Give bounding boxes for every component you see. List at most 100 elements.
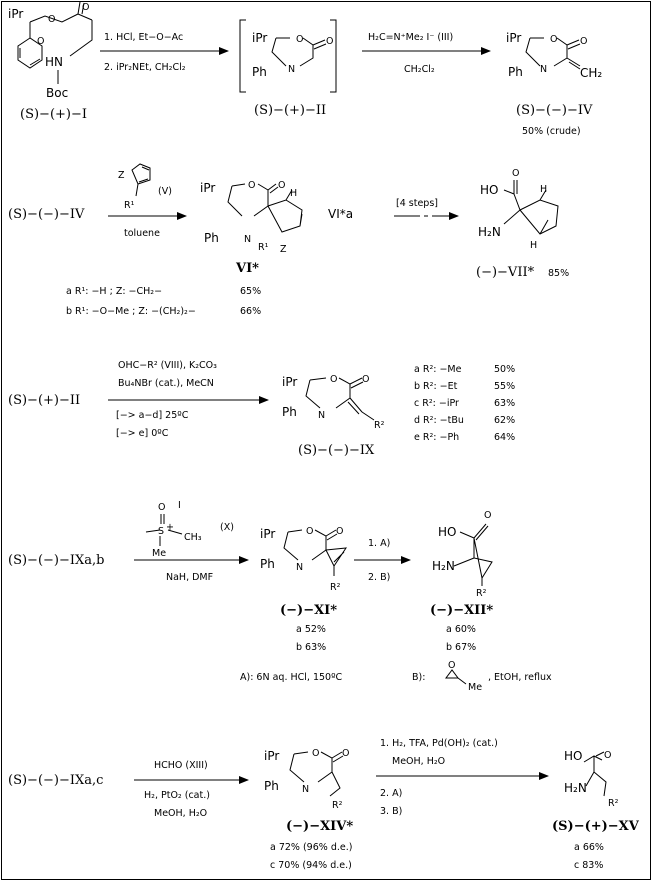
- reagent-id: (X): [220, 522, 234, 533]
- variant-text: c R²: −iPr: [414, 398, 459, 409]
- variant-yield: 64%: [494, 432, 515, 443]
- compound-I: iPr O O O HN Boc (S)−(+)−I: [8, 1, 93, 122]
- variant-yield: 65%: [240, 286, 261, 297]
- me-label: Me: [468, 682, 482, 693]
- step-condition: OHC−R² (VIII), K₂CO₃: [118, 360, 217, 371]
- ho-label: HO: [438, 525, 456, 539]
- yield-label: a 60%: [446, 624, 476, 635]
- o-label: O: [306, 526, 313, 537]
- z-label: Z: [118, 170, 125, 181]
- r2-label: R²: [374, 420, 385, 431]
- variant-text: a R¹: −H ; Z: −CH₂−: [66, 286, 162, 297]
- h2n-label: H₂N: [564, 781, 587, 795]
- o-label: O: [342, 748, 349, 759]
- o-label: O: [512, 168, 519, 179]
- n-label: N: [296, 562, 303, 573]
- step-condition: 1. A): [368, 538, 390, 549]
- n-label: N: [540, 64, 547, 75]
- start-compound-label: (S)−(−)−IXa,c: [8, 773, 103, 788]
- note-a: A): 6N aq. HCl, 150ºC: [240, 672, 343, 683]
- o-label: O: [484, 510, 491, 521]
- variant-text: b R²: −Et: [414, 381, 458, 392]
- intermediate-label: VI*a: [328, 207, 353, 221]
- compound-XV: O HO H₂N R² (S)−(+)−XV a 66% c 83%: [552, 749, 640, 871]
- step-condition: MeOH, H₂O: [154, 808, 207, 819]
- yield-label: c 83%: [574, 860, 603, 871]
- o-label: O: [48, 14, 55, 25]
- step-condition: 2. A): [380, 788, 402, 799]
- ipr-label: iPr: [282, 375, 297, 389]
- step-condition: 2. B): [368, 572, 390, 583]
- variant-yield: 63%: [494, 398, 515, 409]
- sulfoxonium-reagent: O I S + CH₃ Me (X): [145, 500, 234, 559]
- ph-label: Ph: [252, 65, 267, 79]
- variant-yield: 62%: [494, 415, 515, 426]
- variant-text: e R²: −Ph: [414, 432, 459, 443]
- step-condition: HCHO (XIII): [154, 760, 208, 771]
- compound-VII: HO O H H H₂N (−)−VII* 85%: [476, 168, 569, 280]
- i-label: I: [178, 500, 181, 511]
- n-label: N: [288, 64, 295, 75]
- compound-label: (−)−XII*: [430, 603, 493, 618]
- step-condition: [−> e] 0ºC: [116, 428, 169, 439]
- variant-text: d R²: −tBu: [414, 415, 464, 426]
- h-label: H: [290, 188, 297, 199]
- diene-reagent: Z R¹ (V): [118, 163, 172, 211]
- o-label: O: [326, 36, 333, 47]
- note-b: B):: [412, 672, 425, 683]
- ph-label: Ph: [282, 405, 297, 419]
- step-condition: 3. B): [380, 806, 402, 817]
- boc-label: Boc: [46, 86, 68, 100]
- step-condition: NaH, DMF: [166, 572, 213, 583]
- plus-label: +: [166, 522, 174, 533]
- note-b-conditions: , EtOH, reflux: [488, 672, 552, 683]
- z-label: Z: [280, 244, 287, 255]
- hn-label: HN: [45, 55, 63, 69]
- compound-IV: iPr O O N Ph CH₂ (S)−(−)−IV 50% (crude): [506, 31, 602, 137]
- step-condition: [4 steps]: [396, 198, 438, 209]
- yield-label: c 70% (94% d.e.): [270, 860, 352, 871]
- o-label: O: [82, 2, 89, 13]
- compound-II: iPr O O N Ph (S)−(+)−II: [239, 19, 337, 118]
- h-label: H: [530, 240, 537, 251]
- r1-label: R¹: [258, 242, 269, 253]
- n-label: N: [318, 410, 325, 421]
- variant-text: b R¹: −O−Me ; Z: −(CH₂)₂−: [66, 306, 196, 317]
- compound-XIV: iPr O O N Ph R² (−)−XIV* a 72% (96% d.e.…: [264, 748, 353, 871]
- ipr-label: iPr: [200, 181, 215, 195]
- ph-label: Ph: [260, 557, 275, 571]
- r1-label: R¹: [124, 200, 135, 211]
- o-label: O: [336, 526, 343, 537]
- o-label: O: [158, 502, 165, 513]
- ipr-label: iPr: [506, 31, 521, 45]
- yield-label: a 52%: [296, 624, 326, 635]
- propylene-oxide: O Me: [445, 660, 482, 693]
- h2n-label: H₂N: [432, 559, 455, 573]
- yield-label: a 66%: [574, 842, 604, 853]
- compound-label: (−)−XIV*: [286, 819, 353, 834]
- compound-label: (S)−(+)−I: [20, 107, 87, 122]
- o-label: O: [362, 374, 369, 385]
- ipr-label: iPr: [264, 749, 279, 763]
- o-label: O: [330, 374, 337, 385]
- start-compound-label: (S)−(−)−IXa,b: [8, 553, 104, 568]
- ph-label: Ph: [204, 231, 219, 245]
- ch3-label: CH₃: [184, 532, 202, 543]
- step-condition: 2. iPr₂NEt, CH₂Cl₂: [104, 62, 186, 73]
- h-label: H: [540, 184, 547, 195]
- reagent-label: H₂C=N⁺Me₂ I⁻ (III): [368, 32, 453, 43]
- o-label: O: [604, 750, 611, 761]
- ph-label: Ph: [264, 779, 279, 793]
- r2-label: R²: [330, 582, 341, 593]
- n-label: N: [302, 784, 309, 795]
- ph-label: Ph: [508, 65, 523, 79]
- yield-label: a 72% (96% d.e.): [270, 842, 352, 853]
- compound-label: (S)−(+)−XV: [552, 819, 640, 834]
- step-condition: 1. HCl, Et−O−Ac: [104, 32, 183, 43]
- compound-XII: HO O H₂N R² (−)−XII* a 60% b 67%: [430, 510, 493, 653]
- step-condition: [−> a−d] 25ºC: [116, 410, 189, 421]
- variant-yield: 55%: [494, 381, 515, 392]
- yield-label: b 63%: [296, 642, 326, 653]
